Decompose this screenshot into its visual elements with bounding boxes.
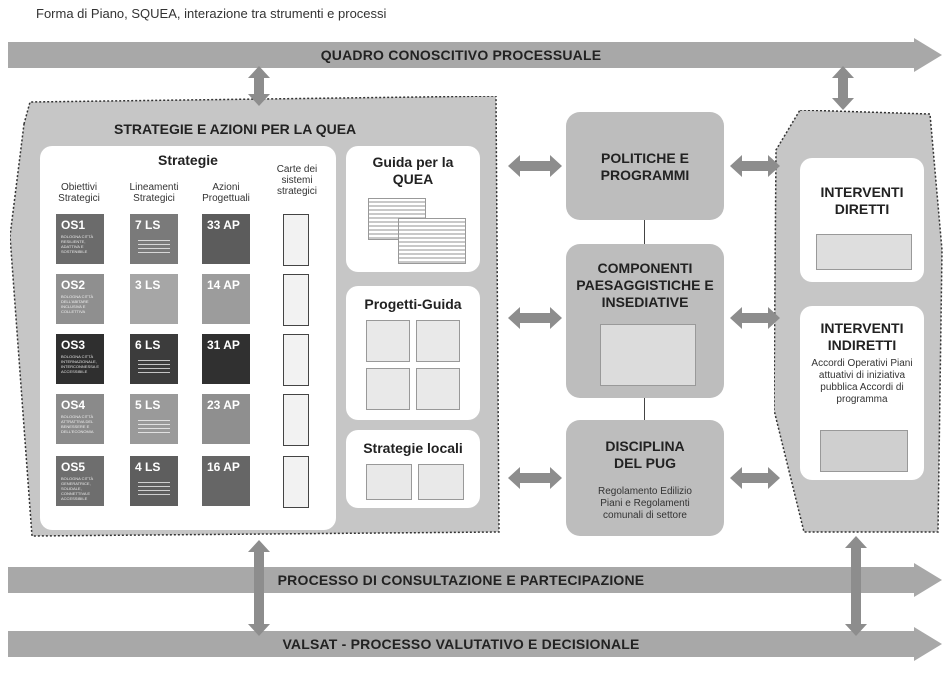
col-header-lineamenti: Lineamenti Strategici: [129, 182, 179, 204]
interventi-panel: INTERVENTI DIRETTI INTERVENTI INDIRETTI …: [774, 110, 944, 534]
diagram-caption: Forma di Piano, SQUEA, interazione tra s…: [36, 6, 387, 21]
horizontal-double-arrow: [730, 467, 780, 489]
ls-tile: 7 LS: [130, 214, 178, 264]
strategic-map-thumbnail: [283, 394, 309, 446]
strategie-locali-box: Strategie locali: [346, 430, 480, 508]
col-header-obiettivi: Obiettivi Strategici: [58, 182, 100, 204]
horizontal-double-arrow: [730, 155, 780, 177]
ls-count: 6 LS: [135, 338, 161, 352]
band-label: QUADRO CONOSCITIVO PROCESSUALE: [320, 47, 602, 63]
ap-tile: 16 AP: [202, 456, 250, 506]
os-subtitle: BOLOGNA CITTÀ ATTRATTIVA DEL BENESSERE E…: [61, 414, 94, 434]
text-lines: [138, 360, 170, 374]
project-map-thumbnail: [416, 320, 460, 362]
componenti-title: COMPONENTI PAESAGGISTICHE E INSEDIATIVE: [576, 260, 714, 310]
text-lines: [138, 420, 170, 434]
strategie-box: Strategie Obiettivi Strategici Lineament…: [40, 146, 336, 530]
politiche-programmi-box: POLITICHE E PROGRAMMI: [566, 112, 724, 220]
progetti-guida-title: Progetti-Guida: [364, 296, 462, 312]
os-code: OS5: [61, 460, 86, 474]
ap-count: 14 AP: [207, 278, 240, 292]
ap-tile: 33 AP: [202, 214, 250, 264]
band-arrow-shape: [8, 563, 942, 597]
project-map-thumbnail: [366, 368, 410, 410]
project-map-thumbnail: [366, 320, 410, 362]
text-lines: [138, 240, 170, 254]
ls-count: 4 LS: [135, 460, 161, 474]
ap-count: 23 AP: [207, 398, 240, 412]
disciplina-title: DISCIPLINA DEL PUG: [605, 438, 685, 471]
ls-tile: 5 LS: [130, 394, 178, 444]
horizontal-double-arrow: [730, 307, 780, 329]
local-map-thumbnail: [366, 464, 412, 500]
ls-tile: 6 LS: [130, 334, 178, 384]
col-header-azioni: Azioni Progettuali: [202, 182, 250, 204]
strategic-map-thumbnail: [283, 214, 309, 266]
os-subtitle: BOLOGNA CITTÀ RESILIENTE, ADATTIVA E SOS…: [61, 234, 94, 254]
local-map-thumbnail: [418, 464, 464, 500]
horizontal-double-arrow: [508, 467, 562, 489]
ls-tile: 4 LS: [130, 456, 178, 506]
os-code: OS3: [61, 338, 86, 352]
indiretti-image: [820, 430, 908, 472]
panel-title: STRATEGIE E AZIONI PER LA QUEA: [114, 121, 357, 137]
os-code: OS4: [61, 398, 86, 412]
connector-line: [644, 220, 645, 244]
ap-tile: 14 AP: [202, 274, 250, 324]
connector-line: [644, 398, 645, 420]
band-arrow-shape: [8, 627, 942, 661]
ap-tile: 23 AP: [202, 394, 250, 444]
ls-tile: 3 LS: [130, 274, 178, 324]
os-code: OS1: [61, 218, 86, 232]
disciplina-subtitle: Regolamento Edilizio Piani e Regolamenti…: [598, 486, 692, 521]
horizontal-double-arrow: [508, 307, 562, 329]
ap-count: 16 AP: [207, 460, 240, 474]
ap-count: 31 AP: [207, 338, 240, 352]
valsat-band: VALSAT - PROCESSO VALUTATIVO E DECISIONA…: [8, 627, 944, 669]
strategic-map-thumbnail: [283, 334, 309, 386]
interventi-diretti-box: INTERVENTI DIRETTI: [800, 158, 924, 282]
os-subtitle: BOLOGNA CITTÀ DELL'ABITARE INCLUSIVA E C…: [61, 294, 94, 314]
strategie-azioni-panel: STRATEGIE E AZIONI PER LA QUEA Strategie…: [10, 96, 500, 538]
disciplina-pug-box: DISCIPLINA DEL PUG Regolamento Edilizio …: [566, 420, 724, 536]
progetti-guida-box: Progetti-Guida: [346, 286, 480, 420]
ls-count: 5 LS: [135, 398, 161, 412]
interventi-image: [816, 234, 912, 270]
os-code: OS2: [61, 278, 86, 292]
band-label: VALSAT - PROCESSO VALUTATIVO E DECISIONA…: [282, 636, 640, 652]
interventi-indiretti-subtitle: Accordi Operativi Piani attuativi di ini…: [811, 358, 913, 405]
consultazione-band: PROCESSO DI CONSULTAZIONE E PARTECIPAZIO…: [8, 563, 944, 605]
interventi-diretti-title: INTERVENTI DIRETTI: [820, 184, 904, 217]
strategie-locali-title: Strategie locali: [363, 440, 463, 456]
interventi-indiretti-title: INTERVENTI INDIRETTI: [820, 320, 904, 353]
strategic-map-thumbnail: [283, 274, 309, 326]
quadro-conoscitivo-band: QUADRO CONOSCITIVO PROCESSUALE: [8, 38, 944, 80]
text-lines: [138, 482, 170, 496]
componenti-box: COMPONENTI PAESAGGISTICHE E INSEDIATIVE: [566, 244, 724, 398]
ls-count: 3 LS: [135, 278, 161, 292]
guida-quea-box: Guida per la QUEA: [346, 146, 480, 272]
os-subtitle: BOLOGNA CITTÀ INTERNAZIONALE, INTERCONNE…: [61, 354, 100, 374]
os-subtitle: BOLOGNA CITTÀ GENERATRICE, SOLIDALE, CON…: [61, 476, 94, 501]
project-map-thumbnail: [416, 368, 460, 410]
ap-count: 33 AP: [207, 218, 240, 232]
col-header-carte: Carte dei sistemi strategici: [276, 164, 318, 197]
landscape-image: [600, 324, 696, 386]
ls-count: 7 LS: [135, 218, 161, 232]
interventi-indiretti-box: INTERVENTI INDIRETTI Accordi Operativi P…: [800, 306, 924, 480]
politiche-title: POLITICHE E PROGRAMMI: [600, 150, 690, 183]
ap-tile: 31 AP: [202, 334, 250, 384]
strategic-map-thumbnail: [283, 456, 309, 508]
guida-document-thumbnail: [398, 218, 466, 264]
horizontal-double-arrow: [508, 155, 562, 177]
band-label: PROCESSO DI CONSULTAZIONE E PARTECIPAZIO…: [277, 572, 645, 588]
band-arrow-shape: [8, 38, 942, 72]
guida-quea-title: Guida per la QUEA: [372, 154, 454, 187]
strategie-title: Strategie: [158, 152, 218, 168]
